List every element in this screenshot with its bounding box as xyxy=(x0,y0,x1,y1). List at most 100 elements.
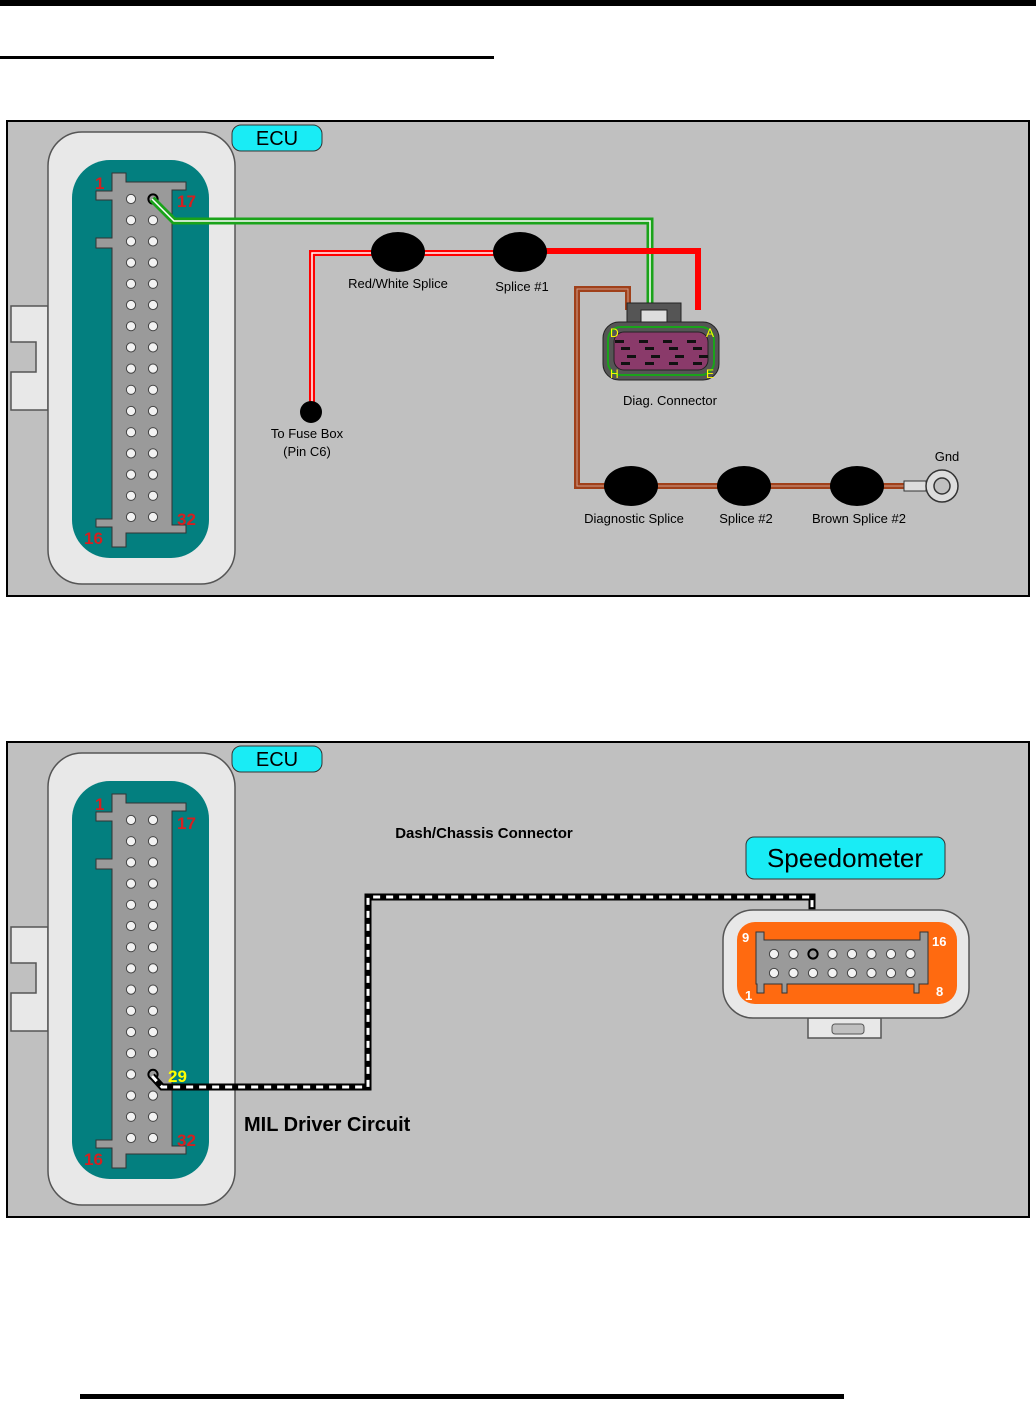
red-white-splice-label: Red/White Splice xyxy=(348,276,448,291)
ecu-pin xyxy=(147,1132,159,1144)
svg-text:ECU: ECU xyxy=(256,128,298,150)
splice-2 xyxy=(717,466,771,506)
diag-cavity xyxy=(699,355,708,358)
speedo-pin xyxy=(866,967,877,979)
ecu-pin xyxy=(125,899,137,910)
diag-cavity xyxy=(651,355,660,358)
ground-label: Gnd xyxy=(935,449,960,464)
ecu-pin xyxy=(125,384,137,395)
ecu-pin xyxy=(125,363,137,374)
ground-terminal-icon xyxy=(903,469,959,503)
ecu2-pin-1: 1 xyxy=(95,795,104,814)
ecu-connector-1 xyxy=(10,131,236,585)
speedo-pin xyxy=(768,948,780,960)
ecu-pin xyxy=(125,236,137,247)
fuse-box-terminal xyxy=(300,401,322,423)
speedo-pin xyxy=(788,948,799,960)
diag-cavity xyxy=(669,362,678,365)
ecu-pin xyxy=(147,236,159,247)
diagnostic-splice-label: Diagnostic Splice xyxy=(584,511,684,526)
speedo-pin xyxy=(827,948,838,960)
ecu-pin xyxy=(125,427,137,438)
footer-rule xyxy=(80,1394,844,1399)
ecu-pin-grid xyxy=(125,814,159,1144)
diag-pin-h: H xyxy=(610,367,619,381)
ecu-pin xyxy=(125,814,137,826)
splice-1-label: Splice #1 xyxy=(495,279,548,294)
diag-pin-a: A xyxy=(706,326,714,340)
ecu-pin xyxy=(125,1090,137,1101)
ecu-pin xyxy=(125,215,137,226)
diag-cavity xyxy=(687,340,696,343)
ecu-pin xyxy=(147,1026,159,1038)
diag-cavity xyxy=(621,362,630,365)
ecu-pin xyxy=(125,278,137,289)
diagnostic-splice xyxy=(604,466,658,506)
ecu-pin xyxy=(147,384,159,395)
ecu-pin xyxy=(147,814,159,826)
ecu-pin xyxy=(147,857,159,868)
ecu-connector-2 xyxy=(10,752,236,1206)
speedo-pin-8: 8 xyxy=(936,984,943,999)
ecu2-pin-17: 17 xyxy=(177,814,196,833)
svg-text:Speedometer: Speedometer xyxy=(767,843,923,873)
ecu-pin xyxy=(125,342,137,353)
ecu-pin-grid xyxy=(125,193,159,523)
ecu-badge-2: ECU xyxy=(231,745,323,773)
brown-splice-2 xyxy=(830,466,884,506)
ecu-pin xyxy=(147,469,159,480)
ecu-pin xyxy=(125,836,137,847)
diag-connector-icon xyxy=(602,302,720,381)
brown-wire xyxy=(574,286,905,489)
speedo-pin xyxy=(788,967,799,979)
ecu-pin xyxy=(125,1111,137,1122)
diag-cavity xyxy=(663,340,672,343)
ecu-pin xyxy=(125,878,137,889)
ecu-pin xyxy=(125,942,137,953)
speedometer-connector xyxy=(722,909,970,1039)
ecu-pin xyxy=(125,857,137,868)
ecu-pin xyxy=(147,215,159,226)
ecu-pin xyxy=(125,405,137,417)
fuse-box-label-1: To Fuse Box xyxy=(271,426,344,441)
red-white-splice xyxy=(371,232,425,272)
diag-cavity xyxy=(693,362,702,365)
speedo-pin xyxy=(827,967,838,979)
ecu2-pin-29: 29 xyxy=(168,1067,187,1086)
ecu-pin xyxy=(147,963,159,974)
ecu-pin xyxy=(147,405,159,417)
header-underline xyxy=(0,56,494,59)
diag-cavity xyxy=(693,347,702,350)
diag-cavity xyxy=(615,340,624,343)
speedo-pin xyxy=(807,967,819,979)
ecu-pin xyxy=(147,1048,159,1059)
brown-splice-2-label: Brown Splice #2 xyxy=(812,511,906,526)
speedo-pin-1: 1 xyxy=(745,988,752,1003)
speedo-pin xyxy=(768,967,780,979)
ecu-pin xyxy=(125,299,137,311)
diag-cavity xyxy=(645,347,654,350)
speedo-pin xyxy=(905,967,916,979)
mil-driver-label: MIL Driver Circuit xyxy=(244,1114,411,1136)
ecu-pin xyxy=(147,363,159,374)
ecu-pin xyxy=(125,1048,137,1059)
ecu-pin xyxy=(125,1026,137,1038)
ecu-pin xyxy=(125,469,137,480)
dash-connector-label: Dash/Chassis Connector xyxy=(395,825,573,842)
ecu-pin xyxy=(147,1005,159,1016)
speedo-pin xyxy=(846,948,858,960)
mil-driver-wire xyxy=(149,893,816,1091)
ecu-pin xyxy=(125,1132,137,1144)
diag-cavity xyxy=(621,347,630,350)
ecu-pin xyxy=(147,257,159,268)
diagram-2-panel: 1 17 16 32 29 ECU Speedometer 9 xyxy=(6,741,1030,1218)
ecu-pin xyxy=(147,511,159,523)
speedo-pin-16: 16 xyxy=(932,934,946,949)
ecu-pin xyxy=(125,511,137,523)
ecu-pin xyxy=(147,920,159,932)
speedo-pin xyxy=(885,967,897,979)
ecu-pin xyxy=(147,299,159,311)
speedometer-pin-grid xyxy=(768,948,916,979)
diag-cavity xyxy=(627,355,636,358)
